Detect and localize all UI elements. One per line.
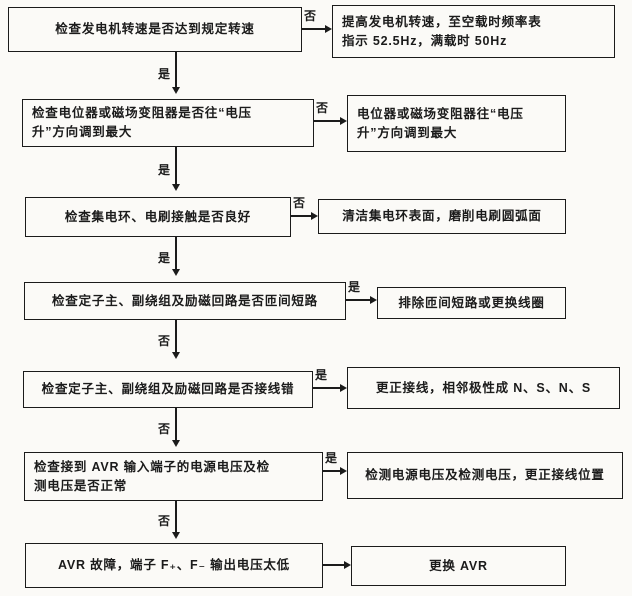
arrowhead-right-icon bbox=[325, 25, 332, 33]
arrowhead-right-icon bbox=[311, 212, 318, 220]
action-box-replace-avr: 更换 AVR bbox=[351, 546, 566, 586]
branch-label: 是 bbox=[348, 280, 361, 294]
check-box-potentiometer: 检查电位器或磁场变阻器是否往“电压 升”方向调到最大 bbox=[22, 99, 314, 147]
down-label: 否 bbox=[158, 421, 171, 436]
arrowhead-down-icon bbox=[172, 87, 180, 94]
arrow-line bbox=[323, 470, 342, 472]
action-box-check-voltage: 检测电源电压及检测电压，更正接线位置 bbox=[347, 452, 623, 499]
action-box-clean-slip-ring: 清洁集电环表面，磨削电刷圆弧面 bbox=[318, 199, 566, 234]
check-text: 检查集电环、电刷接触是否良好 bbox=[64, 209, 252, 224]
action-text: 排除匝间短路或更换线圈 bbox=[398, 295, 545, 310]
arrowhead-down-icon bbox=[172, 269, 180, 276]
arrow-line bbox=[302, 28, 327, 30]
arrowhead-right-icon bbox=[340, 117, 347, 125]
check-text: 检查发电机转速是否达到规定转速 bbox=[55, 22, 255, 36]
arrow-line bbox=[175, 320, 177, 354]
arrowhead-right-icon bbox=[344, 561, 351, 569]
check-box-turn-short-circuit: 检查定子主、副绕组及励磁回路是否匝间短路 bbox=[24, 282, 346, 320]
down-label: 是 bbox=[158, 66, 171, 81]
down-label: 否 bbox=[158, 333, 171, 348]
action-text: 更正接线，相邻极性成 N、S、N、S bbox=[375, 380, 592, 395]
branch-label: 否 bbox=[316, 101, 329, 115]
check-text: 检查接到 AVR 输入端子的电源电压及检 测电压是否正常 bbox=[34, 459, 270, 493]
check-box-slip-ring: 检查集电环、电刷接触是否良好 bbox=[25, 197, 291, 237]
action-box-correct-wiring: 更正接线，相邻极性成 N、S、N、S bbox=[347, 367, 620, 409]
arrow-line bbox=[314, 120, 342, 122]
arrow-line bbox=[175, 237, 177, 271]
arrowhead-down-icon bbox=[172, 532, 180, 539]
arrow-line bbox=[346, 299, 372, 301]
arrowhead-right-icon bbox=[340, 467, 347, 475]
check-box-generator-speed: 检查发电机转速是否达到规定转速 bbox=[8, 7, 302, 52]
check-text: 检查定子主、副绕组及励磁回路是否接线错 bbox=[41, 382, 295, 396]
check-box-wiring-error: 检查定子主、副绕组及励磁回路是否接线错 bbox=[23, 371, 313, 408]
branch-label: 否 bbox=[304, 9, 317, 23]
down-label: 是 bbox=[158, 250, 171, 265]
arrowhead-right-icon bbox=[370, 296, 377, 304]
check-box-avr-input-voltage: 检查接到 AVR 输入端子的电源电压及检 测电压是否正常 bbox=[24, 452, 323, 501]
action-text: 更换 AVR bbox=[429, 558, 488, 573]
arrow-line bbox=[175, 52, 177, 89]
arrowhead-down-icon bbox=[172, 184, 180, 191]
down-label: 是 bbox=[158, 162, 171, 177]
check-text: AVR 故障，端子 F₊、F₋ 输出电压太低 bbox=[58, 558, 290, 572]
action-box-fix-short-circuit: 排除匝间短路或更换线圈 bbox=[377, 287, 566, 319]
action-text: 电位器或磁场变阻器往“电压 升”方向调到最大 bbox=[357, 106, 524, 140]
action-box-raise-speed: 提高发电机转速，至空载时频率表 指示 52.5Hz，满载时 50Hz bbox=[332, 5, 615, 58]
arrowhead-down-icon bbox=[172, 440, 180, 447]
branch-label: 是 bbox=[325, 451, 338, 465]
branch-label: 是 bbox=[315, 368, 328, 382]
action-text: 检测电源电压及检测电压，更正接线位置 bbox=[365, 468, 605, 482]
arrow-line bbox=[323, 564, 346, 566]
check-text: 检查定子主、副绕组及励磁回路是否匝间短路 bbox=[51, 293, 318, 308]
arrow-line bbox=[291, 215, 313, 217]
arrow-line bbox=[175, 147, 177, 186]
action-box-adjust-potentiometer: 电位器或磁场变阻器往“电压 升”方向调到最大 bbox=[347, 95, 566, 152]
arrow-line bbox=[175, 501, 177, 534]
arrow-line bbox=[175, 408, 177, 442]
check-text: 检查电位器或磁场变阻器是否往“电压 升”方向调到最大 bbox=[32, 106, 252, 139]
action-text: 清洁集电环表面，磨削电刷圆弧面 bbox=[342, 209, 542, 223]
arrow-line bbox=[313, 387, 342, 389]
action-text: 提高发电机转速，至空载时频率表 指示 52.5Hz，满载时 50Hz bbox=[342, 14, 542, 48]
check-box-avr-fault: AVR 故障，端子 F₊、F₋ 输出电压太低 bbox=[25, 543, 323, 588]
arrowhead-right-icon bbox=[340, 384, 347, 392]
arrowhead-down-icon bbox=[172, 352, 180, 359]
down-label: 否 bbox=[158, 514, 171, 529]
branch-label: 否 bbox=[293, 196, 306, 210]
